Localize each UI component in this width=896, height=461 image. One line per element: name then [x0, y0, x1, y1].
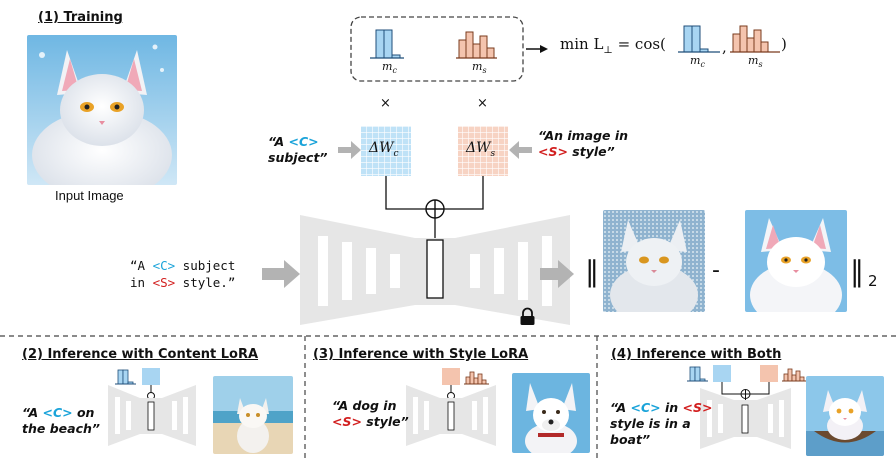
- inference-both-diagram: [687, 365, 807, 449]
- style-prompt: “An image in <S> style”: [538, 128, 629, 159]
- minus-sign: -: [712, 258, 720, 283]
- ms-histogram-icon: [456, 31, 497, 59]
- style-magnitude-icon: [464, 371, 489, 385]
- times-sign-s: ×: [477, 96, 488, 111]
- styled-dog-image: [512, 373, 590, 453]
- content-magnitude-icon: [115, 369, 136, 385]
- mc-histogram-icon: [370, 29, 404, 59]
- ms-label: ms: [472, 60, 487, 76]
- loss-ms-label: ms: [748, 54, 763, 70]
- content-unet: [108, 385, 196, 446]
- inference-style-title: (3) Inference with Style LoRA: [313, 347, 529, 362]
- style-unet: [406, 385, 496, 446]
- content-prompt: “A <C> subject”: [268, 134, 328, 165]
- delta-ws-label: ΔWs: [466, 140, 496, 159]
- inference-content-diagram: [108, 368, 196, 446]
- inference-content-title: (2) Inference with Content LoRA: [22, 347, 259, 362]
- input-image-label: Input Image: [55, 188, 124, 203]
- boat-cat-image: [806, 376, 884, 456]
- loss-comma: ,: [722, 38, 727, 56]
- inference-both-prompt: “A <C> in <S> style is in a boat”: [610, 400, 713, 447]
- times-sign-c: ×: [380, 96, 391, 111]
- inference-style-prompt: “A dog in <S> style”: [332, 398, 409, 429]
- both-style-magnitude-icon: [782, 368, 807, 382]
- norm-open: ‖: [585, 255, 599, 288]
- unet-model: [300, 215, 570, 325]
- training-title: (1) Training: [38, 10, 123, 25]
- mc-label: mc: [382, 60, 397, 76]
- norm-subscript: 2: [868, 272, 878, 290]
- both-style-lora-block: [760, 365, 778, 382]
- style-lora-block: [442, 368, 460, 385]
- input-cat-image: [27, 35, 177, 185]
- beach-cat-image: [213, 376, 293, 454]
- both-unet: [700, 388, 791, 449]
- inference-content-prompt: “A <C> on the beach”: [22, 405, 100, 436]
- norm-close: ‖: [850, 255, 864, 288]
- lock-icon: [520, 307, 535, 325]
- content-lora-block: [142, 368, 160, 385]
- loss-mc-label: mc: [690, 54, 705, 70]
- loss-formula: min L⊥ = cos(: [560, 35, 666, 56]
- inference-both-title: (4) Inference with Both: [611, 347, 782, 362]
- magnitude-dashed-box: [350, 16, 524, 82]
- loss-mc-icon: [678, 25, 720, 53]
- loss-close-paren: ): [781, 35, 787, 53]
- generated-cat-image: [603, 210, 705, 312]
- delta-ws-matrix: [458, 126, 508, 176]
- delta-wc-label: ΔWc: [369, 140, 399, 159]
- inference-style-diagram: [406, 368, 496, 446]
- loss-ms-icon: [730, 25, 780, 53]
- reference-cat-image: [745, 210, 847, 312]
- both-content-lora-block: [713, 365, 731, 382]
- both-content-magnitude-icon: [687, 366, 708, 382]
- main-prompt: “A <C> subject in <S> style.”: [130, 258, 236, 290]
- delta-wc-matrix: [361, 126, 411, 176]
